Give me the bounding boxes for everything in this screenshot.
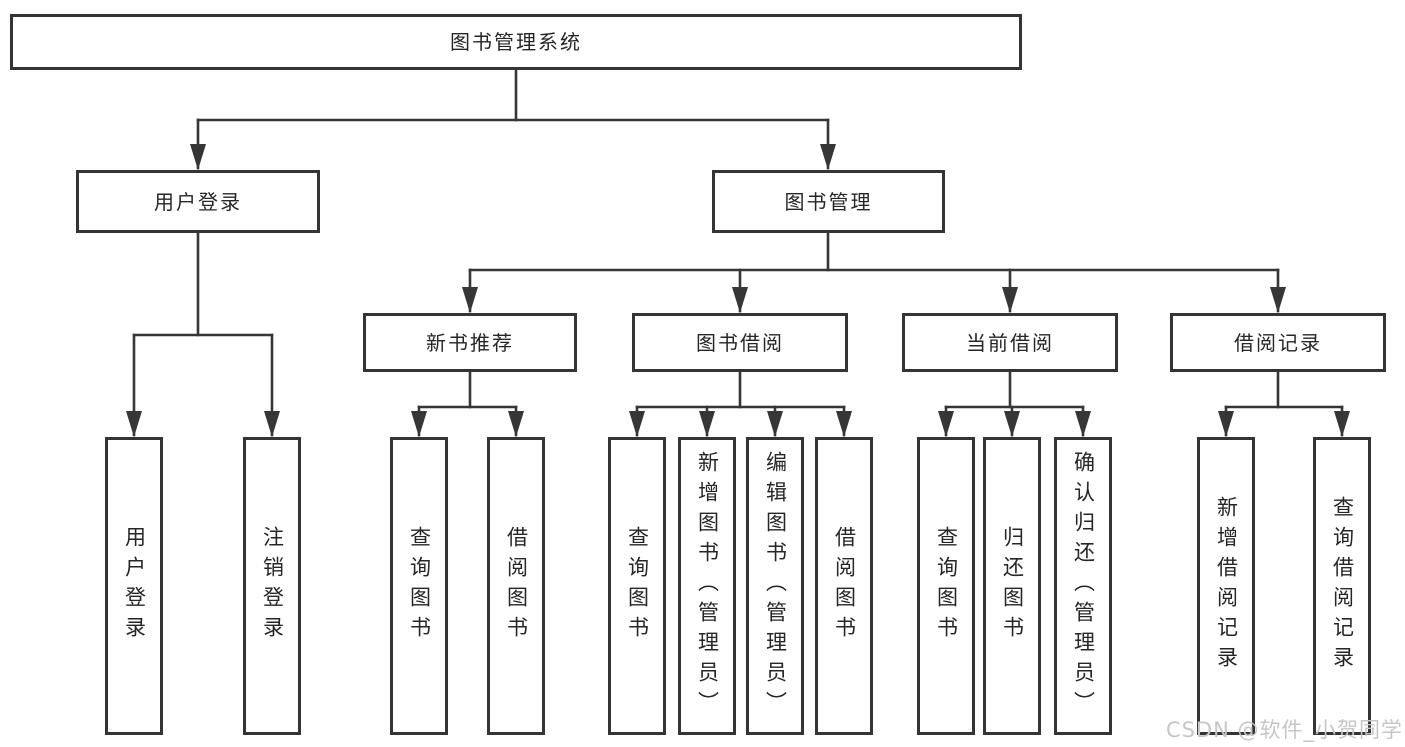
leaf-query-books-recommend: 查询图书 bbox=[390, 437, 448, 735]
leaf-borrow-books-recommend: 借阅图书 bbox=[487, 437, 545, 735]
arrowhead-icon bbox=[508, 411, 524, 437]
connector-book-management-branch bbox=[462, 231, 1286, 313]
watermark: CSDN @软件_小贺同学 bbox=[1165, 718, 1403, 742]
arrowhead-icon bbox=[1075, 411, 1091, 437]
arrowhead-icon bbox=[1004, 411, 1020, 437]
arrowhead-icon bbox=[126, 411, 142, 437]
leaf-user-login: 用户登录 bbox=[105, 437, 163, 735]
leaf-add-borrow-record: 新增借阅记录 bbox=[1197, 437, 1255, 735]
arrowhead-icon bbox=[836, 411, 852, 437]
arrowhead-icon bbox=[732, 287, 748, 313]
node-borrow-records: 借阅记录 bbox=[1170, 313, 1386, 372]
leaf-borrow-books-2: 借阅图书 bbox=[815, 437, 873, 735]
connector-new-book-recommend-branch bbox=[411, 370, 524, 437]
node-current-borrow: 当前借阅 bbox=[902, 313, 1118, 372]
connector-current-borrow-branch bbox=[938, 370, 1091, 437]
arrowhead-icon bbox=[1334, 411, 1350, 437]
arrowhead-icon bbox=[820, 144, 836, 170]
connector-book-borrow-branch bbox=[629, 370, 852, 437]
node-book-borrow: 图书借阅 bbox=[632, 313, 848, 372]
leaf-logout: 注销登录 bbox=[243, 437, 301, 735]
node-root: 图书管理系统 bbox=[10, 14, 1022, 70]
arrowhead-icon bbox=[264, 411, 280, 437]
leaf-query-borrow-record: 查询借阅记录 bbox=[1313, 437, 1371, 735]
leaf-confirm-return-admin: 确认归还（管理员） bbox=[1054, 437, 1112, 735]
leaf-edit-book-admin: 编辑图书（管理员） bbox=[746, 437, 804, 735]
arrowhead-icon bbox=[629, 411, 645, 437]
arrowhead-icon bbox=[1270, 287, 1286, 313]
arrowhead-icon bbox=[190, 144, 206, 170]
node-new-book-recommend: 新书推荐 bbox=[363, 313, 577, 372]
connector-root-branch bbox=[190, 68, 836, 170]
leaf-query-books-borrow: 查询图书 bbox=[608, 437, 666, 735]
leaf-query-books-current: 查询图书 bbox=[917, 437, 975, 735]
arrowhead-icon bbox=[411, 411, 427, 437]
arrowhead-icon bbox=[938, 411, 954, 437]
arrowhead-icon bbox=[699, 411, 715, 437]
node-book-management: 图书管理 bbox=[712, 170, 945, 233]
leaf-add-book-admin: 新增图书（管理员） bbox=[678, 437, 736, 735]
node-user-login: 用户登录 bbox=[76, 170, 320, 233]
arrowhead-icon bbox=[462, 287, 478, 313]
connector-user-login-branch bbox=[126, 231, 280, 437]
arrowhead-icon bbox=[767, 411, 783, 437]
arrowhead-icon bbox=[1002, 287, 1018, 313]
leaf-return-book: 归还图书 bbox=[983, 437, 1041, 735]
connector-borrow-records-branch bbox=[1218, 370, 1350, 437]
arrowhead-icon bbox=[1218, 411, 1234, 437]
